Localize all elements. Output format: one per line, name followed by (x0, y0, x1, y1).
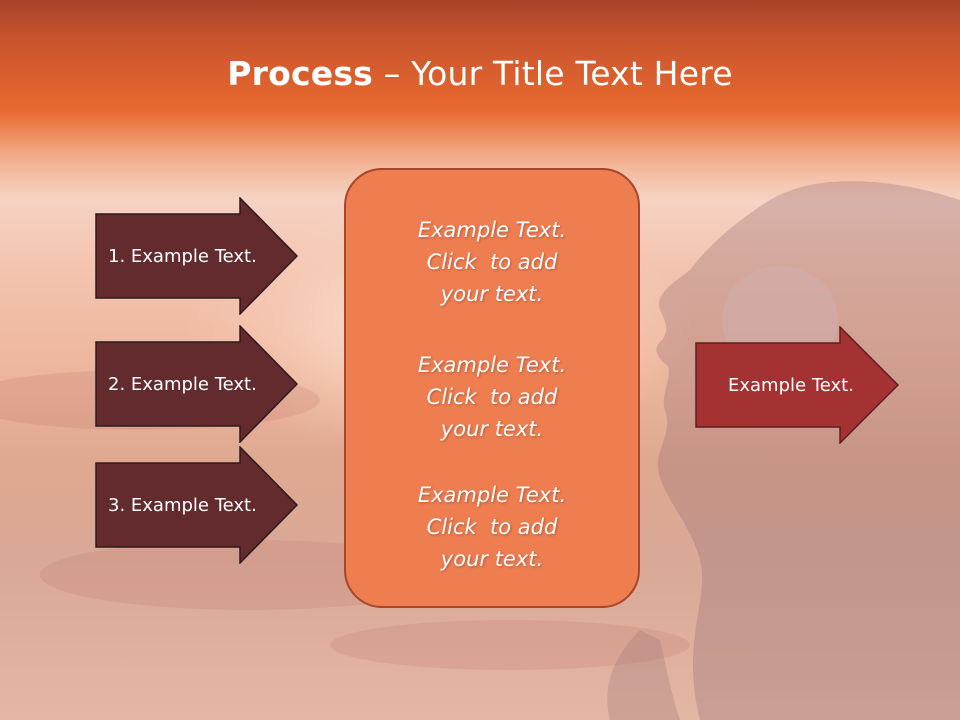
center-text-block-3: Example Text. Click to add your text. (346, 479, 638, 575)
slide-title[interactable]: Process – Your Title Text Here (0, 54, 960, 93)
right-arrow[interactable]: Example Text. (695, 325, 900, 445)
title-rest-part: – Your Title Text Here (373, 54, 733, 93)
arrow-shape-icon (95, 445, 299, 565)
left-arrow-label: 3. Example Text. (108, 494, 257, 516)
block-line: your text. (440, 547, 544, 571)
block-line: Example Text. (417, 483, 567, 507)
left-arrow-label: 1. Example Text. (108, 245, 257, 267)
center-text-box[interactable]: Example Text. Click to add your text. Ex… (344, 168, 640, 608)
title-bold-part: Process (227, 54, 374, 93)
arrow-shape-icon (695, 325, 900, 445)
block-line: Click to add (426, 250, 558, 274)
background-cloud (330, 620, 690, 670)
left-arrow-label: 2. Example Text. (108, 373, 257, 395)
left-arrow-2[interactable]: 2. Example Text. (95, 324, 299, 444)
block-line: your text. (440, 282, 544, 306)
block-line: Example Text. (417, 218, 567, 242)
block-line: your text. (440, 417, 544, 441)
right-arrow-label: Example Text. (728, 374, 854, 396)
arrow-shape-icon (95, 324, 299, 444)
block-line: Click to add (426, 515, 558, 539)
center-text-block-1: Example Text. Click to add your text. (346, 214, 638, 310)
block-line: Click to add (426, 385, 558, 409)
block-line: Example Text. (417, 353, 567, 377)
arrow-shape-icon (95, 196, 299, 316)
left-arrow-3[interactable]: 3. Example Text. (95, 445, 299, 565)
center-text-block-2: Example Text. Click to add your text. (346, 349, 638, 445)
left-arrow-1[interactable]: 1. Example Text. (95, 196, 299, 316)
